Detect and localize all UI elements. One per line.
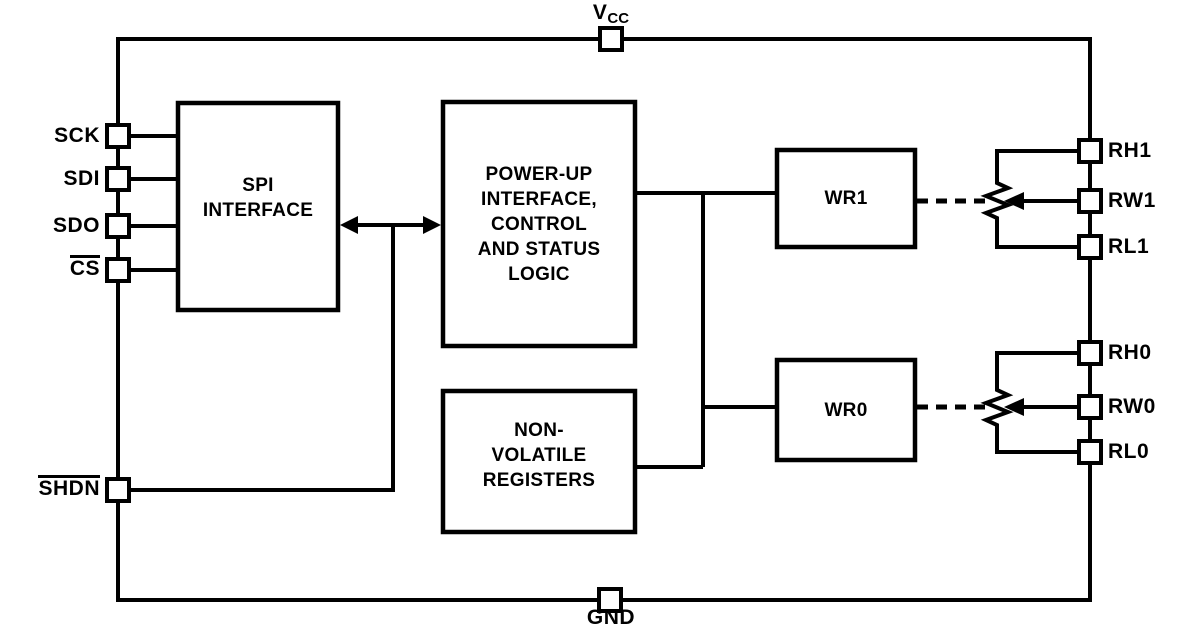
potentiometer-0-symbol xyxy=(980,351,1079,454)
nonvolatile-label-line: REGISTERS xyxy=(482,470,596,491)
vcc-pin-label: VCC xyxy=(575,2,647,30)
wr0-block xyxy=(774,357,918,463)
pin-pads xyxy=(105,26,1103,613)
arrowhead-right-icon xyxy=(423,216,441,234)
shdn-pin-pad xyxy=(105,477,131,503)
power-up-label-line: CONTROL xyxy=(490,213,588,235)
wiper-control-links xyxy=(917,198,986,410)
rw1-pin-pad xyxy=(1077,188,1103,214)
rh1-pin-pad xyxy=(1077,138,1103,164)
shdn-wire xyxy=(129,225,395,492)
wire-shdn xyxy=(129,225,395,492)
resistor-0-icon xyxy=(980,351,1079,454)
vcc-base: V xyxy=(592,1,608,24)
cs-overlined-text: CS xyxy=(69,255,100,280)
shdn-pin-label: SHDN xyxy=(5,475,100,500)
rh0-pin-pad xyxy=(1077,340,1103,366)
spi-interface-block xyxy=(175,100,341,313)
sdo-pin-pad xyxy=(105,213,131,239)
sdi-pin-pad xyxy=(105,166,131,192)
power-up-control-label: POWER-UP INTERFACE, CONTROL AND STATUS L… xyxy=(443,102,635,346)
arrowhead-left-icon xyxy=(340,216,358,234)
sdi-pin-label: SDI xyxy=(63,167,100,190)
wr1-label: WR1 xyxy=(824,188,868,209)
gnd-pin-pad xyxy=(597,587,623,613)
nonvolatile-label-line: VOLATILE xyxy=(491,445,587,466)
power-up-label-line: INTERFACE, xyxy=(481,188,597,210)
power-up-control-block xyxy=(440,99,638,349)
function-blocks xyxy=(175,99,918,535)
spi-control-bus xyxy=(340,216,441,234)
power-up-label-line: AND STATUS xyxy=(477,238,601,260)
left-pin-wires xyxy=(129,134,178,272)
wr1-block xyxy=(774,147,918,250)
shdn-overlined-text: SHDN xyxy=(38,475,100,500)
rw0-pin-pad xyxy=(1077,394,1103,420)
nonvolatile-label-line: NON- xyxy=(514,420,564,441)
gnd-pin-label: GND xyxy=(586,606,636,629)
cs-pin-label: CS xyxy=(5,255,100,280)
nonvolatile-registers-block xyxy=(440,388,638,535)
potentiometer-1-symbol xyxy=(980,149,1079,249)
rl1-pin-label: RL1 xyxy=(1108,235,1150,258)
power-up-label-line: LOGIC xyxy=(508,263,570,285)
rl0-pin-label: RL0 xyxy=(1108,440,1150,463)
cs-pin-pad xyxy=(105,257,131,283)
rh0-pin-label: RH0 xyxy=(1108,341,1152,364)
spi-label-line: SPI xyxy=(242,174,274,196)
control-routing xyxy=(635,191,777,469)
rw0-pin-label: RW0 xyxy=(1108,395,1156,418)
nonvolatile-registers-label: NON- VOLATILE REGISTERS xyxy=(443,391,635,532)
resistor-1-icon xyxy=(980,149,1079,249)
wiper-0-arrow-icon xyxy=(1004,398,1024,416)
spi-label-line: INTERFACE xyxy=(202,199,314,221)
rh1-pin-label: RH1 xyxy=(1108,139,1152,162)
sdo-pin-label: SDO xyxy=(52,214,100,237)
spi-interface-label: SPI INTERFACE xyxy=(178,103,338,310)
rl0-pin-pad xyxy=(1077,439,1103,465)
rl1-pin-pad xyxy=(1077,234,1103,260)
rw1-pin-label: RW1 xyxy=(1108,189,1156,212)
wiper-1-arrow-icon xyxy=(1004,192,1024,210)
sck-pin-label: SCK xyxy=(54,124,100,147)
vcc-pin-pad xyxy=(598,26,624,52)
wr0-label: WR0 xyxy=(824,399,868,421)
sck-pin-pad xyxy=(105,123,131,149)
vcc-subscript: CC xyxy=(607,10,630,27)
power-up-label-line: POWER-UP xyxy=(485,163,593,185)
